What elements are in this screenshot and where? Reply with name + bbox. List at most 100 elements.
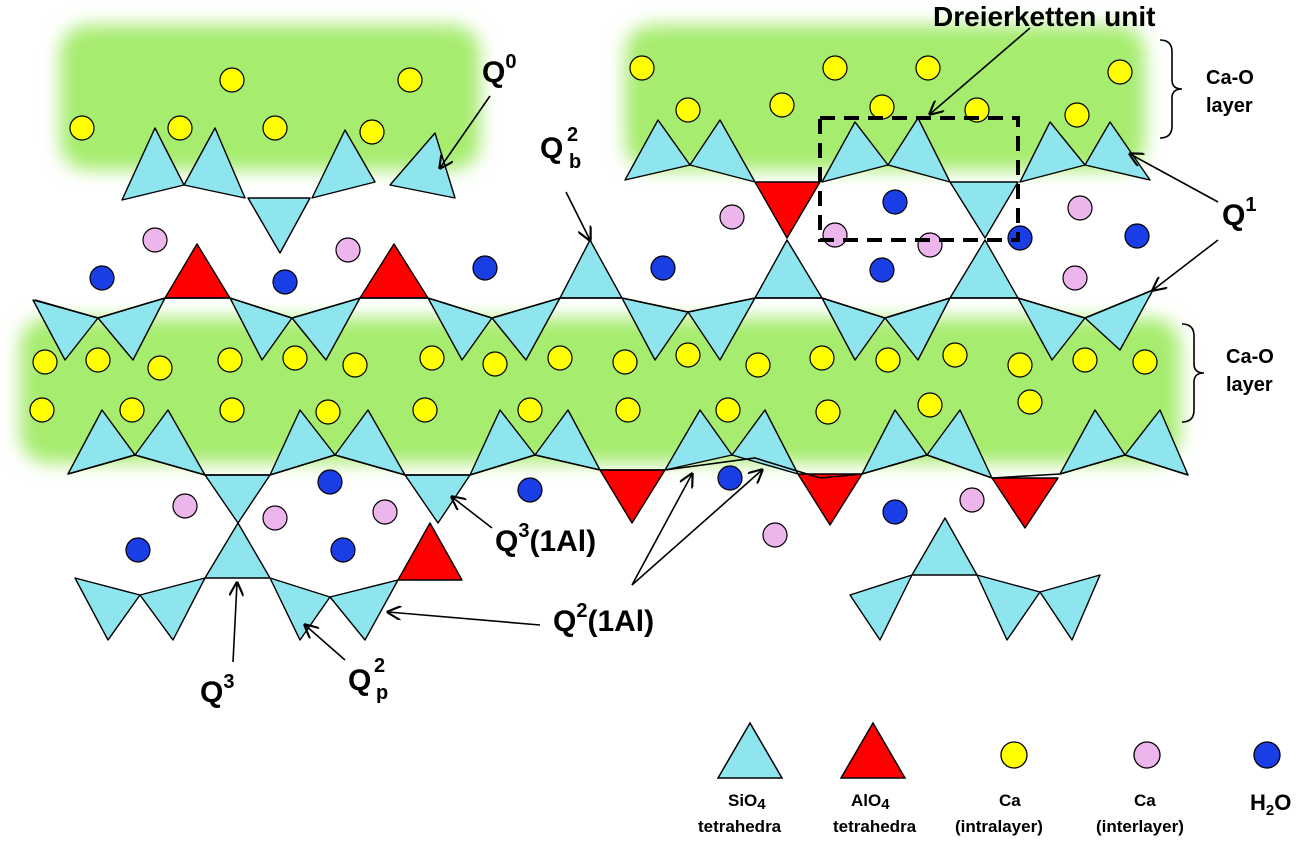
ca-intralayer-atom — [219, 67, 245, 93]
q2b-label: Q — [540, 132, 563, 165]
cao-layers — [20, 25, 1180, 463]
arrow-q2p — [305, 625, 346, 661]
ca-intralayer-atom — [875, 347, 901, 373]
h2o-molecule — [472, 255, 498, 281]
sio4-tetrahedron — [74, 577, 141, 641]
ca-intralayer-atom — [1007, 352, 1033, 378]
arrow-q3-1al — [452, 497, 493, 529]
ca-intralayer-atom — [29, 397, 55, 423]
ca-intralayer-atom — [675, 97, 701, 123]
sio4-tetrahedron — [269, 577, 331, 641]
legend-ca-intralayer-swatch — [1000, 741, 1028, 769]
ca-intralayer-atom — [482, 351, 508, 377]
arrow-dreierketten — [930, 27, 1031, 114]
sio4-tetrahedron — [311, 129, 376, 199]
sio4-tetrahedron — [329, 579, 399, 641]
sio4-tetrahedron — [1019, 121, 1086, 183]
ca-interlayer-atom — [719, 204, 745, 230]
alo4-tetrahedron — [754, 181, 821, 239]
legend-alo4-line2: tetrahedra — [833, 817, 917, 836]
h2o-molecule — [882, 499, 908, 525]
cao-layer-top-line2: layer — [1206, 95, 1253, 117]
legend-alo4-swatch — [839, 721, 907, 779]
ca-interlayer-atom — [762, 522, 788, 548]
q3-label: Q3 — [200, 671, 234, 709]
ca-intralayer-atom — [315, 399, 341, 425]
ca-interlayer-atom — [822, 222, 848, 248]
sio4-tetrahedron — [204, 474, 271, 524]
ca-intralayer-atom — [85, 347, 111, 373]
brace-middle — [1181, 323, 1205, 423]
ca-intralayer-atom — [359, 119, 385, 145]
ca-interlayer-atom — [172, 493, 198, 519]
sio4-tetrahedron — [821, 121, 889, 183]
legend-h2o-swatch — [1253, 741, 1281, 769]
tetrahedra — [32, 117, 1189, 641]
sio4-tetrahedron — [849, 574, 913, 641]
ca-interlayer-atom — [372, 499, 398, 525]
sio4-tetrahedron — [754, 239, 823, 299]
ca-intralayer-atom — [147, 355, 173, 381]
h2o-molecule — [272, 269, 298, 295]
ca-intralayer-atom — [1107, 59, 1133, 85]
arrow-q2-1al-b — [631, 470, 762, 586]
alo4-tetrahedron — [359, 243, 429, 299]
legend-h2o-label: H2O — [1250, 790, 1291, 819]
h2o-molecule — [650, 255, 676, 281]
alo4-tetrahedron — [991, 477, 1059, 529]
h2o-molecule — [869, 257, 895, 283]
ca-intralayer-atom — [612, 349, 638, 375]
sio4-tetrahedron — [976, 574, 1041, 641]
ca-intralayer-atom — [219, 397, 245, 423]
legend: SiO4 tetrahedra AlO4 tetrahedra Ca (intr… — [698, 721, 1291, 836]
ca-interlayer-atom — [1062, 265, 1088, 291]
q2b-sub: b — [569, 151, 581, 173]
sio4-tetrahedron — [121, 127, 185, 201]
ca-intralayer-atom — [745, 352, 771, 378]
alo4-tetrahedron — [599, 469, 666, 524]
q2b-sup: 2 — [567, 124, 578, 146]
cao-layer-top-line1: Ca-O — [1206, 67, 1254, 89]
alo4-tetrahedron — [797, 473, 863, 526]
ca-intralayer-atom — [769, 92, 795, 118]
ca-intralayer-atom — [262, 115, 288, 141]
ca-intralayer-atom — [942, 342, 968, 368]
cao-layer-mid-line1: Ca-O — [1226, 346, 1274, 368]
ca-interlayer-atom — [1067, 195, 1093, 221]
q1-label: Q1 — [1222, 194, 1256, 232]
sio4-tetrahedron — [731, 409, 799, 475]
sio4-tetrahedron — [887, 117, 951, 183]
sio4-tetrahedron — [624, 119, 691, 181]
ca-intralayer-atom — [397, 67, 423, 93]
ca-interlayer-atom — [917, 232, 943, 258]
legend-ca-intralayer-line2: (intralayer) — [955, 817, 1043, 836]
legend-sio4-line1: SiO4 — [728, 791, 766, 813]
q2p-label: Q — [348, 664, 371, 697]
ca-intralayer-atom — [342, 352, 368, 378]
sio4-tetrahedron — [689, 119, 756, 183]
cao-layer-mid-line2: layer — [1226, 374, 1273, 396]
h2o-molecule — [517, 477, 543, 503]
ca-intralayer-atom — [419, 345, 445, 371]
ca-interlayer-atom — [262, 505, 288, 531]
ca-intralayer-atom — [119, 397, 145, 423]
legend-sio4-swatch — [716, 721, 784, 779]
ca-intralayer-atom — [217, 347, 243, 373]
cao-layer-band-top-left — [60, 25, 480, 170]
ca-interlayer-atom — [142, 227, 168, 253]
h2o-molecule — [89, 265, 115, 291]
ca-intralayer-atom — [715, 397, 741, 423]
dreierketten-label: Dreierketten unit — [933, 1, 1156, 32]
ca-interlayer-atom — [959, 487, 985, 513]
alo4-tetrahedron — [397, 522, 463, 581]
ca-intralayer-atom — [615, 397, 641, 423]
legend-ca-intralayer-line1: Ca — [999, 791, 1021, 810]
atoms — [29, 55, 1158, 563]
ca-intralayer-atom — [282, 345, 308, 371]
labels: Dreierketten unit Q0 Q 2 b Q1 Q3(1Al) Q2… — [200, 1, 1274, 709]
legend-ca-interlayer-swatch — [1133, 741, 1161, 769]
sio4-tetrahedron — [664, 409, 733, 471]
h2o-molecule — [330, 537, 356, 563]
arrow-q2-1al-a — [631, 474, 692, 586]
legend-ca-interlayer-line2: (interlayer) — [1096, 817, 1184, 836]
